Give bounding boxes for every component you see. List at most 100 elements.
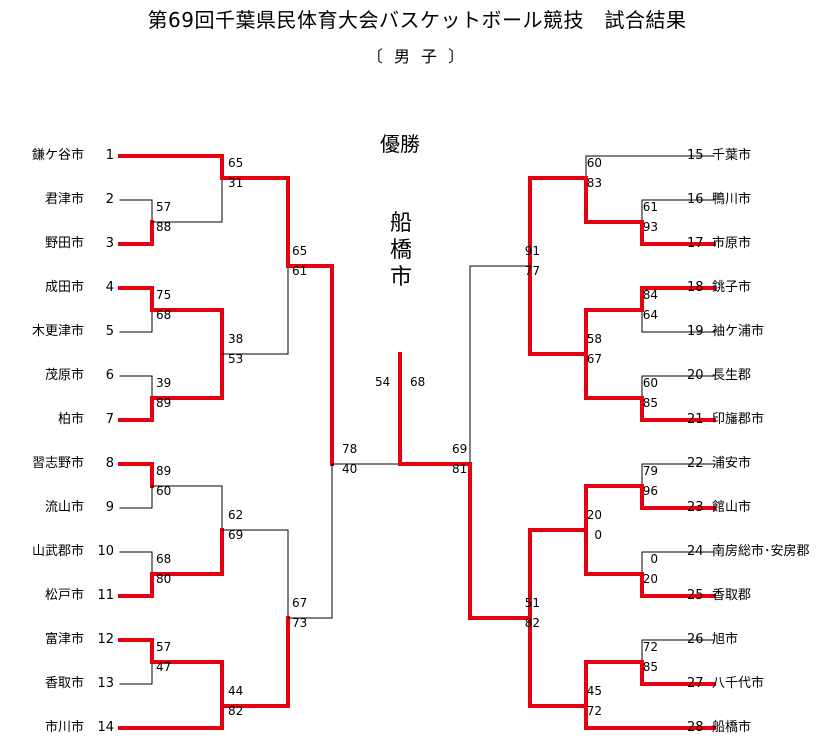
team-name: 船橋市 <box>712 720 752 735</box>
team-name: 館山市 <box>712 500 752 515</box>
bracket-line-team-9 <box>119 485 153 509</box>
bracket-line-r-r2a <box>528 176 588 268</box>
score-l-r2b-top: 38 <box>228 332 244 346</box>
score-l-r2b-bot: 53 <box>228 352 244 366</box>
bracket-line-w2627 <box>584 660 644 708</box>
bracket-line-team-4 <box>118 286 154 312</box>
team-seed: 19 <box>687 324 704 339</box>
team-seed: 26 <box>687 632 704 647</box>
team-seed: 10 <box>97 544 114 559</box>
team-seed: 1 <box>105 148 114 163</box>
team-seed: 18 <box>687 280 704 295</box>
team-name: 銚子市 <box>712 280 752 295</box>
bracket-line-w1617 <box>584 176 644 224</box>
score-r-r2c-bot: 0 <box>594 528 602 542</box>
team-seed: 21 <box>687 412 704 427</box>
score-l-10-11-top: 68 <box>156 552 172 566</box>
bracket-line-team-16 <box>641 199 715 223</box>
bracket-line-r-r2b <box>528 264 588 356</box>
team-name: 柏市 <box>57 412 84 427</box>
score-l-r2c-top: 62 <box>228 508 244 522</box>
score-r-semi-top: 69 <box>452 442 468 456</box>
bracket-line-r-r2d <box>528 616 588 708</box>
bracket-line-team-12 <box>118 638 154 664</box>
bracket-line-w45 <box>150 308 224 356</box>
team-seed: 9 <box>105 500 114 515</box>
team-name: 山武郡市 <box>31 544 84 559</box>
score-r-semi-bot: 81 <box>452 462 468 476</box>
bracket-line-team-5 <box>119 309 153 333</box>
score-l-semi-bot: 40 <box>342 462 358 476</box>
champion-label: 優勝 <box>380 132 420 156</box>
bracket-line-team-10 <box>119 551 153 575</box>
bracket-line-team-2 <box>119 199 153 223</box>
score-l-r2a-bot: 31 <box>228 176 244 190</box>
bracket-line-r3b <box>287 463 333 619</box>
bracket-line-team-17 <box>640 220 716 246</box>
bracket-line-w67 <box>150 352 224 400</box>
team-seed: 23 <box>687 500 704 515</box>
team-name: 八千代市 <box>712 676 765 691</box>
score-l-r2d-top: 44 <box>228 684 244 698</box>
team-seed: 11 <box>97 588 114 603</box>
team-seed: 6 <box>105 368 114 383</box>
team-name: 習志野市 <box>31 456 84 471</box>
team-name: 木更津市 <box>31 324 84 339</box>
score-r-24-25-top: 0 <box>650 552 658 566</box>
bracket-line-r2d <box>220 616 290 708</box>
bracket-line-r2b <box>221 265 289 355</box>
team-name: 長生郡 <box>712 368 752 383</box>
score-r-r2b-bot: 67 <box>586 352 602 366</box>
bracket-line-team-14 <box>118 704 224 730</box>
bracket-line-team-1 <box>118 154 224 180</box>
score-final-left: 54 <box>375 375 391 389</box>
score-l-6-7-top: 39 <box>156 376 172 390</box>
team-seed: 16 <box>687 192 704 207</box>
bracket-line-team-22 <box>641 463 715 487</box>
bracket-line-team-27 <box>640 660 716 686</box>
team-seed: 7 <box>105 412 114 427</box>
bracket-line-r2c <box>221 529 289 619</box>
team-name: 旭市 <box>712 632 739 647</box>
score-l-r2c-bot: 69 <box>228 528 244 542</box>
team-seed: 12 <box>97 632 114 647</box>
score-r-22-23-bot: 96 <box>642 484 658 498</box>
score-r-18-19-top: 84 <box>642 288 658 302</box>
score-l-6-7-bot: 89 <box>156 396 172 410</box>
bracket-line-w1819 <box>584 308 644 356</box>
bracket-line-w89 <box>151 485 223 531</box>
bracket-line-team-18 <box>640 286 716 312</box>
team-seed: 20 <box>687 368 704 383</box>
team-name: 香取郡 <box>712 588 752 603</box>
team-name: 君津市 <box>44 192 84 207</box>
bracket-line-w2425 <box>584 528 644 576</box>
score-final-right: 68 <box>410 375 426 389</box>
team-name: 鴨川市 <box>712 192 752 207</box>
team-name: 千葉市 <box>712 148 752 163</box>
score-l-r3a-bot: 61 <box>292 264 308 278</box>
team-seed: 24 <box>687 544 704 559</box>
bracket-line-team-8 <box>118 462 154 488</box>
team-seed: 27 <box>687 676 704 691</box>
bracket-line-team-20 <box>641 375 715 399</box>
bracket-line-r-r3a <box>469 265 531 465</box>
team-name: 袖ケ浦市 <box>712 324 765 339</box>
score-r-18-19-bot: 64 <box>642 308 658 322</box>
score-r-16-17-top: 61 <box>642 200 658 214</box>
team-name: 鎌ケ谷市 <box>31 148 84 163</box>
score-r-20-21-top: 60 <box>642 376 658 390</box>
score-l-12-13-top: 57 <box>156 640 172 654</box>
score-l-8-9-bot: 60 <box>156 484 172 498</box>
team-name: 茂原市 <box>44 368 84 383</box>
score-l-r3a-top: 65 <box>292 244 308 258</box>
team-seed: 15 <box>687 148 704 163</box>
team-seed: 25 <box>687 588 704 603</box>
bracket-line-w1213 <box>150 660 224 708</box>
team-name: 市原市 <box>712 236 752 251</box>
team-name: 浦安市 <box>712 456 752 471</box>
score-r-r2a-bot: 83 <box>586 176 602 190</box>
bracket-line-w1011 <box>150 528 224 576</box>
team-seed: 8 <box>105 456 114 471</box>
champion-name: 船橋市 <box>389 211 412 290</box>
